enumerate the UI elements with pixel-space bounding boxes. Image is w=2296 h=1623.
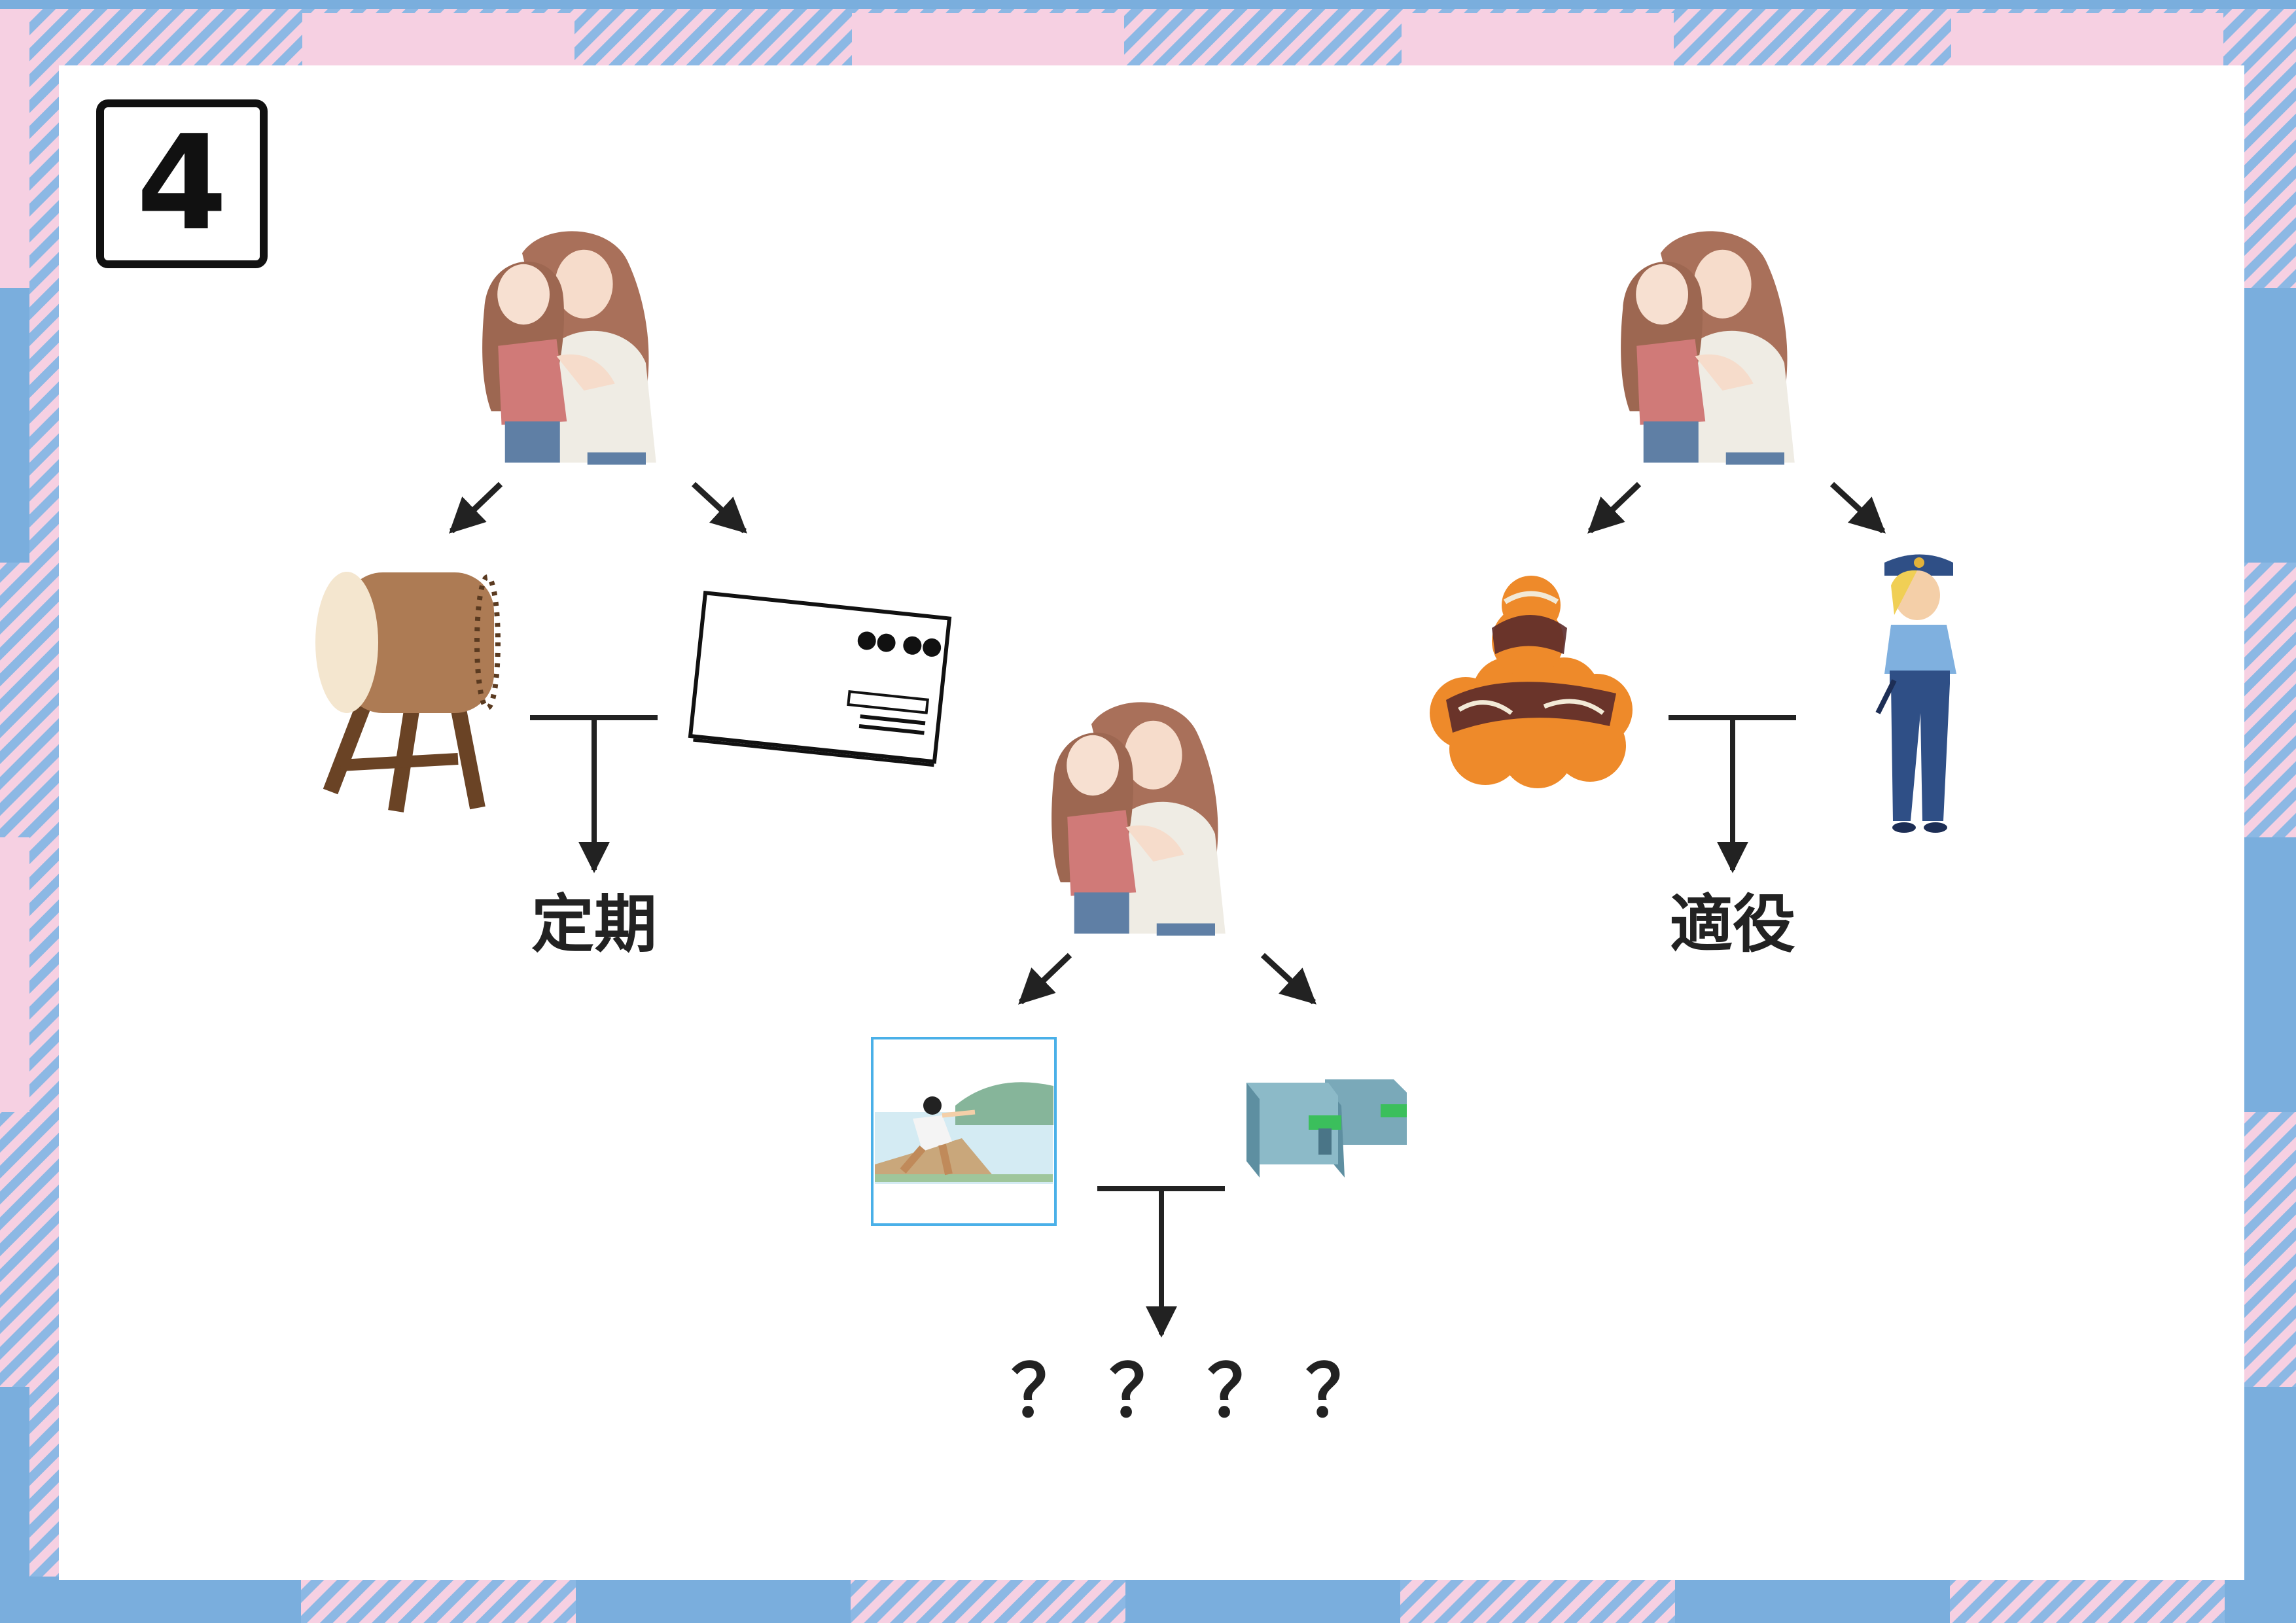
arrow-down-left-icon [1018,952,1072,1005]
ticket-gate-icon [1246,1079,1407,1178]
answer-right: 適役 [1670,888,1795,961]
takoyaki-icon [1430,576,1633,788]
center-group [871,702,1407,1338]
postcard-icon [688,590,952,767]
answer-left: 定期 [531,888,657,961]
arrow-down-right-icon [1260,952,1316,1005]
connector-t-icon [1097,1186,1225,1338]
arrow-down-right-icon [691,481,747,534]
answer-center-unknown: ？？？？ [1011,1350,1404,1433]
connector-t-icon [1669,715,1796,873]
connector-t-icon [530,715,658,873]
right-group [1430,231,1956,873]
police-officer-icon [1875,554,1956,833]
arrow-down-right-icon [1829,481,1886,534]
river-throw-icon [871,1037,1057,1226]
arrow-down-left-icon [449,481,503,534]
puzzle-number: 4 [136,107,228,260]
arrow-down-left-icon [1587,481,1642,534]
taiko-drum-icon [315,572,501,812]
puzzle-number-badge: 4 [96,99,268,268]
left-group [315,231,952,873]
